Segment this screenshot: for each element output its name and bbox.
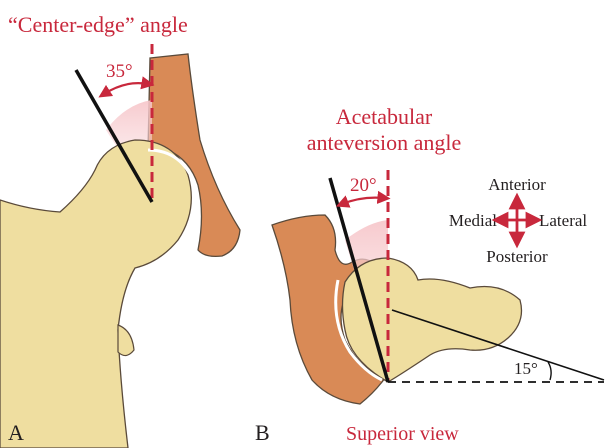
panel-b-title-line1: Acetabular xyxy=(336,104,433,129)
panel-letter-b: B xyxy=(255,420,270,445)
view-label: Superior view xyxy=(346,423,459,445)
angle-label-b: 20° xyxy=(350,175,377,196)
lesser-trochanter-a xyxy=(118,325,134,356)
femur-a xyxy=(0,140,191,448)
orientation-compass: Anterior Posterior Medial Lateral xyxy=(449,175,588,266)
panel-letter-a: A xyxy=(8,420,24,445)
neck-angle-arc xyxy=(548,362,551,380)
compass-anterior: Anterior xyxy=(488,175,546,194)
angle-arc-a xyxy=(104,83,148,94)
panel-b-title-line2: anteversion angle xyxy=(307,130,462,155)
neck-angle-label: 15° xyxy=(514,359,538,378)
panel-b: Acetabular anteversion angle 20° 15° B S… xyxy=(255,104,604,445)
compass-posterior: Posterior xyxy=(486,247,548,266)
angle-arc-b xyxy=(342,198,384,204)
compass-medial: Medial xyxy=(449,211,497,230)
compass-lateral: Lateral xyxy=(539,211,587,230)
panel-a: “Center-edge” angle 35° A xyxy=(0,12,240,448)
angle-label-a: 35° xyxy=(106,61,133,82)
panel-a-title: “Center-edge” angle xyxy=(8,12,188,37)
